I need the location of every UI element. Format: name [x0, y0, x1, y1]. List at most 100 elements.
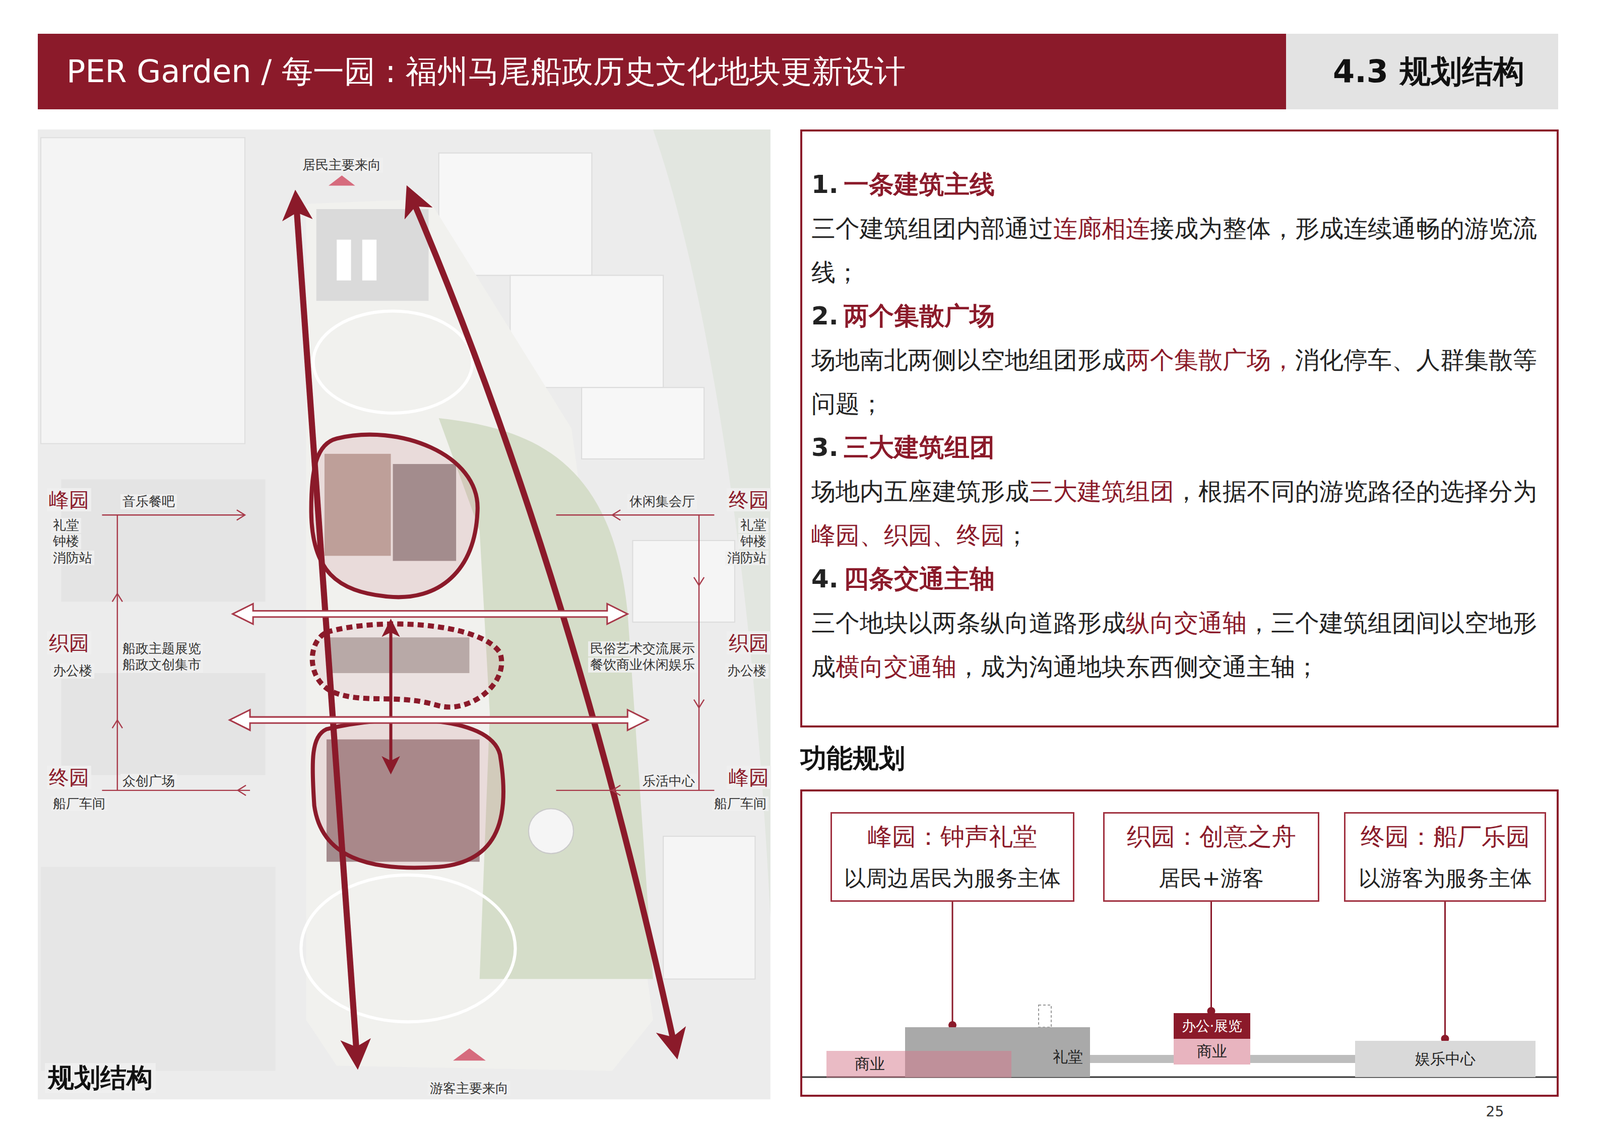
route-bracket	[101, 790, 250, 792]
building-name: 消防站	[50, 550, 95, 566]
function-label: 休闲集会厅	[627, 494, 697, 510]
section-block: 商业	[826, 1051, 1012, 1078]
building-cluster	[312, 624, 502, 708]
body-text: 三个地块以两条纵向道路形成	[811, 608, 1126, 637]
route-bracket	[698, 515, 700, 791]
highlight-text: 峰园、织园、终园	[811, 521, 1005, 550]
body-text: 场地南北两侧以空地组团形成	[811, 345, 1126, 374]
point-title: 一条建筑主线	[843, 169, 995, 200]
body-text: 三个建筑组团内部通过	[811, 214, 1054, 243]
point-body: 场地内五座建筑形成三大建筑组团，根据不同的游览路径的选择分为峰园、织园、终园；	[811, 469, 1548, 558]
highlight-text: 纵向交通轴	[1125, 608, 1247, 637]
function-label: 乐活中心	[640, 774, 697, 790]
arrival-marker	[453, 1048, 486, 1061]
building-name: 礼堂	[738, 518, 769, 534]
highlight-text: 三大建筑组团	[1029, 477, 1175, 506]
arrival-marker	[328, 175, 486, 1061]
section-block: 娱乐中心	[1355, 1041, 1536, 1078]
point-body: 三个地块以两条纵向道路形成纵向交通轴，三个建筑组团间以空地形成横向交通轴，成为沟…	[811, 601, 1548, 689]
highlight-text: 连廊相连	[1053, 214, 1150, 243]
box-body: 居民+游客	[1158, 864, 1264, 894]
function-box: 终园：船厂乐园以游客为服务主体	[1344, 812, 1547, 903]
section-block: 商业	[1173, 1039, 1251, 1065]
point-title: 三大建筑组团	[843, 432, 995, 463]
map-ground	[581, 387, 704, 460]
route-bracket	[612, 509, 621, 521]
route-bracket	[116, 515, 118, 791]
body-text: 场地内五座建筑形成	[811, 477, 1030, 506]
panel-heading: 功能规划	[800, 741, 906, 777]
route-bracket	[101, 514, 245, 516]
route-bracket	[236, 509, 245, 521]
route-bracket	[101, 509, 715, 796]
site-area	[305, 199, 653, 1072]
highlight-text: 横向交通轴	[835, 652, 957, 681]
point-heading: 1.一条建筑主线	[811, 162, 1548, 207]
plaza-outline	[313, 310, 473, 413]
route-bracket	[556, 790, 715, 792]
route-bracket	[693, 699, 704, 709]
site-area	[316, 209, 429, 301]
route-bracket	[693, 577, 704, 586]
flow-label: 游客主要来向	[427, 1081, 511, 1097]
map-ground	[40, 137, 245, 444]
body-text: ；	[1004, 521, 1030, 550]
section-block: 办公·展览	[1173, 1013, 1251, 1040]
route-bracket	[112, 720, 123, 729]
point-title: 四条交通主轴	[843, 564, 995, 594]
arrival-marker	[328, 175, 356, 186]
box-heading: 峰园：钟声礼堂	[867, 820, 1038, 854]
site-area	[336, 239, 351, 281]
point-body: 三个建筑组团内部通过连廊相连接成为整体，形成连续通畅的游览流线；	[811, 206, 1548, 295]
function-box: 峰园：钟声礼堂以周边居民为服务主体	[830, 812, 1075, 903]
function-label: 音乐餐吧	[120, 494, 177, 510]
building-name: 船厂车间	[712, 796, 769, 812]
leader-connector	[951, 902, 954, 1028]
function-label: 船政主题展览	[120, 641, 204, 657]
point-heading: 3.三大建筑组团	[811, 425, 1548, 470]
point-number: 1.	[811, 169, 839, 200]
map-ground	[40, 867, 276, 1072]
block-label: 娱乐中心	[1415, 1049, 1476, 1070]
garden-name: 织园	[46, 631, 92, 655]
site-area	[528, 808, 574, 854]
function-label: 民俗艺术交流展示	[588, 641, 697, 657]
garden-name: 峰园	[726, 765, 772, 790]
cross-axis	[229, 710, 649, 731]
main-axis	[410, 194, 676, 1051]
leader-connector	[1444, 902, 1446, 1042]
point-heading: 4.四条交通主轴	[811, 557, 1548, 602]
flow-label: 居民主要来向	[300, 157, 383, 173]
page-title: PER Garden / 每一园 : 福州马尾船政历史文化地块更新设计	[66, 50, 906, 93]
main-axis	[389, 624, 393, 770]
map-ground	[663, 836, 755, 980]
highlight-text: 两个集散广场，	[1125, 345, 1296, 374]
map-ground	[60, 673, 266, 776]
map-ground	[60, 479, 266, 602]
site-area	[305, 199, 653, 1072]
garden-name: 终园	[46, 765, 92, 790]
map-ground	[37, 129, 771, 1100]
block-label: 办公·展览	[1181, 1016, 1243, 1037]
section-number: 4.3 规划结构	[1332, 53, 1524, 90]
body-text: ，根据不同的游览路径的选择分为	[1174, 477, 1538, 506]
route-bracket	[112, 593, 123, 602]
main-axis	[295, 194, 676, 1062]
point-number: 3.	[811, 432, 839, 463]
route-bracket	[556, 514, 715, 516]
block-label: 礼堂	[1052, 1047, 1083, 1068]
point-body: 场地南北两侧以空地组团形成两个集散广场，消化停车、人群集散等问题；	[811, 338, 1548, 426]
building-name: 船厂车间	[50, 796, 108, 812]
building-name: 礼堂	[50, 518, 82, 534]
block-label: 商业	[1196, 1041, 1228, 1063]
body-text: ，成为沟通地块东西侧交通主轴；	[956, 652, 1320, 681]
function-panel: 功能规划峰园：钟声礼堂以周边居民为服务主体织园：创意之舟居民+游客终园：船厂乐园…	[800, 789, 1559, 1098]
block-label: 商业	[854, 1054, 885, 1075]
leader-connector	[1210, 902, 1212, 1014]
map-ground	[632, 540, 735, 623]
text-panel: 1.一条建筑主线三个建筑组团内部通过连廊相连接成为整体，形成连续通畅的游览流线；…	[800, 129, 1559, 728]
route-bracket	[612, 785, 621, 796]
function-label: 众创广场	[120, 774, 177, 790]
plaza-outline	[300, 875, 516, 1023]
